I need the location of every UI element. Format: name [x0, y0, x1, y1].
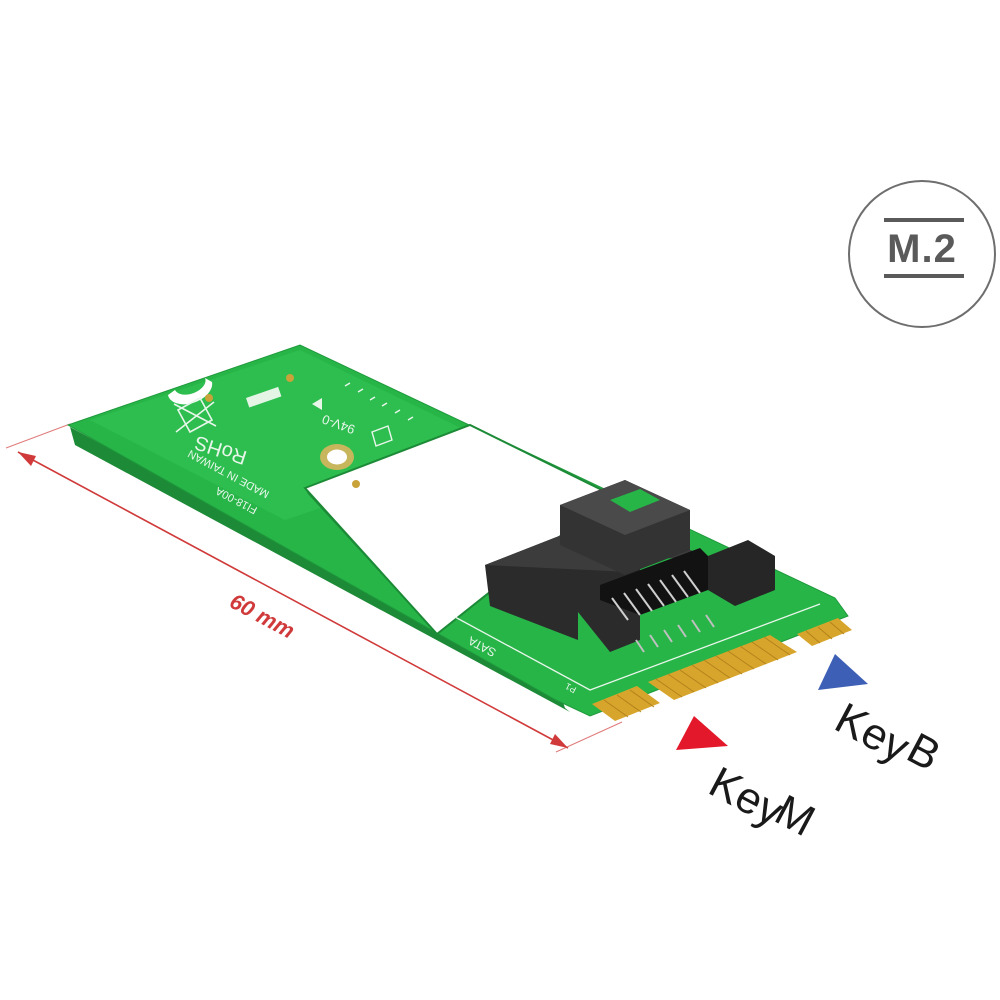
sata-connector-side-right — [708, 540, 775, 606]
weee-symbol-icon — [173, 396, 217, 434]
silkscreen-dashes — [344, 382, 414, 421]
edge-contacts-main — [648, 635, 797, 700]
dimension-line — [17, 451, 569, 749]
solder-pad — [205, 394, 213, 402]
sata-latch-slot — [610, 489, 660, 512]
edge-connector — [592, 618, 852, 721]
certification-mark-icon — [371, 425, 393, 447]
key-m-marker: Key M — [676, 716, 823, 846]
m2-logo-label: M.2 — [887, 227, 957, 271]
pcb-cutout-edge — [305, 488, 442, 640]
sata-pins — [611, 570, 701, 621]
key-b-arrow-icon — [818, 654, 868, 690]
edge-contacts-small — [592, 686, 660, 721]
dimension-extension-left — [5, 423, 71, 449]
m2-logo-bottom-bar — [884, 274, 964, 278]
mounting-hole — [320, 444, 354, 470]
silkscreen-pin: P1 — [564, 681, 578, 695]
pcb-mounting-notch — [168, 378, 213, 405]
solder-pad — [286, 374, 294, 382]
pcb-label-area — [246, 386, 282, 408]
m2-logo-top-bar — [884, 218, 964, 222]
orientation-arrow-icon — [312, 398, 322, 410]
m2-logo-badge: M.2 — [848, 180, 996, 328]
m2-adapter-board: RoHS MADE IN TAIWAN FI18-00A 94V-0 SATA … — [66, 344, 849, 717]
connector-silkscreen-outline — [454, 603, 821, 691]
contact-stripes — [603, 621, 845, 718]
dimension-arrowhead-right — [550, 734, 568, 748]
key-m-arrow-icon — [676, 716, 728, 750]
pcb-edge — [70, 427, 570, 712]
sata-connector — [485, 480, 775, 653]
key-b-marker: Key B — [818, 654, 948, 781]
dimension-arrowhead-left — [18, 452, 36, 466]
solder-pad — [352, 480, 360, 488]
sata-solder-tails — [635, 614, 715, 653]
